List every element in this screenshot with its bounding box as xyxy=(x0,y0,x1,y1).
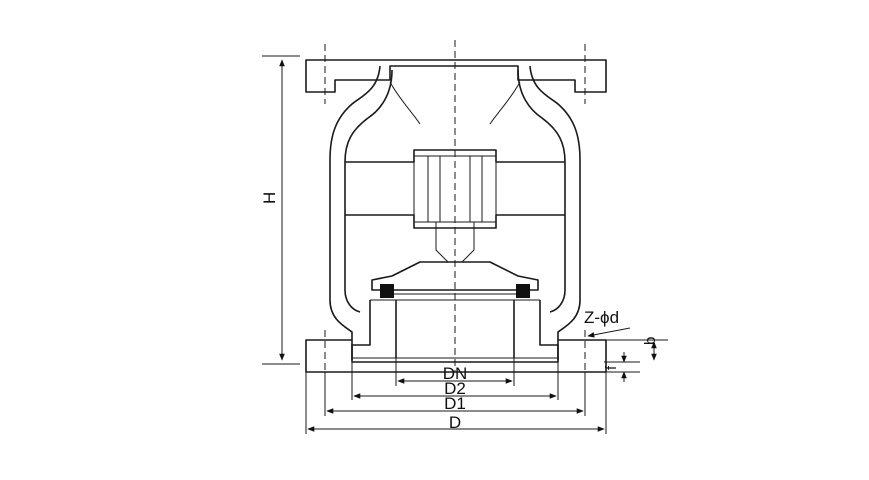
valve-disc xyxy=(371,261,539,298)
flange-thickness-dimension xyxy=(604,339,668,382)
d-label: D xyxy=(449,413,461,432)
dn-label: DN xyxy=(443,364,468,383)
right-seal xyxy=(516,284,530,298)
top-flange xyxy=(305,44,607,104)
b-label: b xyxy=(642,337,659,345)
d2-label: D2 xyxy=(444,379,466,398)
bolt-hole-leader xyxy=(587,327,631,338)
height-dimension xyxy=(262,55,300,365)
left-seal xyxy=(380,284,394,298)
valve-body xyxy=(329,65,581,340)
height-label: H xyxy=(260,192,279,204)
guide-assembly xyxy=(345,149,565,263)
d1-label: D1 xyxy=(444,394,466,413)
diameter-dimensions xyxy=(305,358,607,434)
bolt-holes-label: Z-ϕd xyxy=(584,308,619,327)
f-label: f xyxy=(603,365,620,370)
